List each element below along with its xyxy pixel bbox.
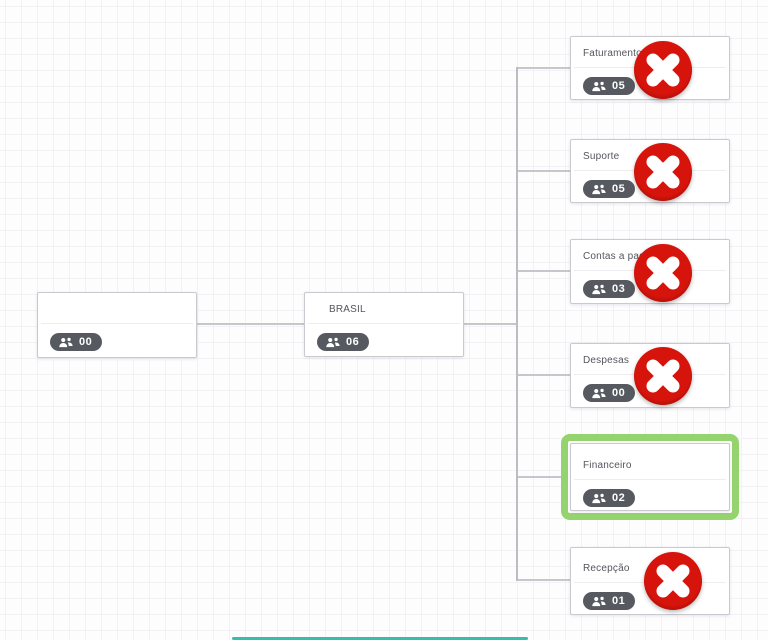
node-divider [308,323,460,324]
node-divider [41,323,193,324]
connector-branch-recepcao [518,579,570,581]
member-count: 03 [612,283,626,295]
connector-root-to-brasil [197,323,304,325]
org-node-financeiro[interactable]: Financeiro 02 [570,443,730,511]
x-circle-icon [634,244,692,302]
org-node-root[interactable]: 00 [37,292,197,358]
member-count: 00 [612,387,626,399]
connector-branch-suporte [518,170,570,172]
node-title: Recepção [583,563,630,574]
connector-branch-financeiro [518,476,562,478]
member-count-badge: 03 [583,280,636,298]
connector-trunk-vertical [516,67,518,581]
x-circle-icon [634,347,692,405]
x-circle-icon [634,143,692,201]
member-count-badge: 00 [50,333,103,351]
users-group-icon [591,184,607,195]
member-count: 02 [612,492,626,504]
node-title: BRASIL [329,304,366,315]
users-group-icon [591,81,607,92]
delete-node-button-despesas[interactable] [634,347,692,405]
delete-node-button-recepcao[interactable] [644,552,702,610]
users-group-icon [591,388,607,399]
member-count-badge: 00 [583,384,636,402]
node-title [50,303,184,317]
member-count: 05 [612,80,626,92]
users-group-icon [591,284,607,295]
delete-node-button-suporte[interactable] [634,143,692,201]
delete-node-button-faturamento[interactable] [634,41,692,99]
member-count: 01 [612,595,626,607]
x-circle-icon [634,41,692,99]
users-group-icon [591,596,607,607]
users-group-icon [325,337,341,348]
connector-branch-contas-a-pagar [518,270,570,272]
member-count: 06 [346,336,360,348]
x-circle-icon [644,552,702,610]
node-title: Financeiro [583,460,632,471]
member-count: 05 [612,183,626,195]
connector-brasil-to-trunk [464,323,518,325]
node-title: Contas a pagar [583,251,655,262]
org-node-brasil[interactable]: BRASIL 06 [304,292,464,357]
member-count: 00 [79,336,93,348]
member-count-badge: 02 [583,489,636,507]
connector-branch-despesas [518,374,570,376]
node-title: Despesas [583,355,630,366]
horizontal-scrollbar-thumb[interactable] [232,637,528,640]
users-group-icon [58,337,74,348]
member-count-badge: 05 [583,180,636,198]
org-node-recepcao[interactable]: Recepção 01 [570,547,730,615]
member-count-badge: 05 [583,77,636,95]
node-title: Suporte [583,151,620,162]
users-group-icon [591,493,607,504]
connector-branch-faturamento [518,67,570,69]
node-title: Faturamento [583,48,642,59]
member-count-badge: 06 [317,333,370,351]
node-divider [574,479,726,480]
member-count-badge: 01 [583,592,636,610]
delete-node-button-contas-a-pagar[interactable] [634,244,692,302]
